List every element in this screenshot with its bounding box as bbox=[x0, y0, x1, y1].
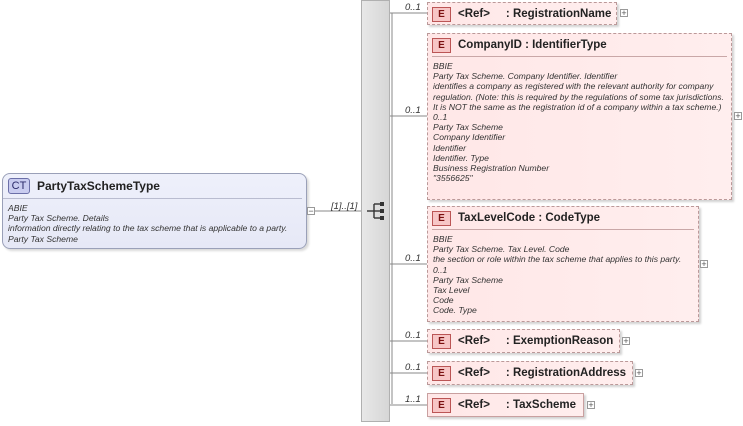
element-company-id[interactable]: E CompanyID : IdentifierType BBIE Party … bbox=[427, 33, 732, 200]
element-separator bbox=[432, 56, 727, 57]
plus-icon[interactable]: + bbox=[620, 8, 628, 18]
element-badge: E bbox=[432, 6, 451, 22]
plus-icon[interactable]: + bbox=[622, 336, 630, 346]
cardinality-tax-level-code: 0..1 bbox=[405, 253, 421, 264]
element-title: CompanyID : IdentifierType bbox=[458, 39, 607, 51]
cardinality-exemption-reason: 0..1 bbox=[405, 330, 421, 341]
plus-icon[interactable]: + bbox=[700, 259, 708, 269]
element-exemption-reason[interactable]: E <Ref> : ExemptionReason bbox=[427, 329, 620, 353]
complex-type-doc: ABIE Party Tax Scheme. Details informati… bbox=[8, 203, 288, 244]
plus-icon[interactable]: + bbox=[635, 368, 643, 378]
element-badge: E bbox=[432, 333, 451, 349]
cardinality-company-id: 0..1 bbox=[405, 105, 421, 116]
ct-badge: CT bbox=[8, 178, 30, 194]
element-badge: E bbox=[432, 397, 451, 413]
element-doc: BBIE Party Tax Scheme. Tax Level. Code t… bbox=[433, 234, 682, 316]
element-title: <Ref> : RegistrationName bbox=[458, 8, 612, 20]
element-registration-address[interactable]: E <Ref> : RegistrationAddress bbox=[427, 361, 633, 385]
cardinality-tax-scheme: 1..1 bbox=[405, 394, 421, 405]
element-badge: E bbox=[432, 210, 451, 226]
element-tax-level-code[interactable]: E TaxLevelCode : CodeType BBIE Party Tax… bbox=[427, 206, 699, 322]
element-title: TaxLevelCode : CodeType bbox=[458, 212, 601, 224]
minus-icon[interactable]: − bbox=[307, 206, 315, 216]
element-badge: E bbox=[432, 37, 451, 53]
element-separator bbox=[432, 229, 694, 230]
complex-type-title: PartyTaxSchemeType bbox=[37, 179, 160, 193]
sequence-icon[interactable] bbox=[366, 201, 386, 221]
plus-icon[interactable]: + bbox=[587, 400, 595, 410]
plus-icon[interactable]: + bbox=[734, 111, 742, 121]
complex-type-header: CT PartyTaxSchemeType bbox=[3, 174, 302, 199]
sequence-cardinality: [1]..[1] bbox=[331, 201, 358, 212]
element-badge: E bbox=[432, 365, 451, 381]
element-registration-name[interactable]: E <Ref> : RegistrationName bbox=[427, 2, 617, 25]
element-tax-scheme[interactable]: E <Ref> : TaxScheme bbox=[427, 393, 584, 417]
element-doc: BBIE Party Tax Scheme. Company Identifie… bbox=[433, 61, 724, 184]
element-title: <Ref> : ExemptionReason bbox=[458, 335, 614, 347]
element-title: <Ref> : RegistrationAddress bbox=[458, 367, 627, 379]
element-title: <Ref> : TaxScheme bbox=[458, 399, 577, 411]
cardinality-registration-address: 0..1 bbox=[405, 362, 421, 373]
complex-type-box[interactable]: CT PartyTaxSchemeType ABIE Party Tax Sch… bbox=[2, 173, 307, 249]
cardinality-registration-name: 0..1 bbox=[405, 2, 421, 13]
